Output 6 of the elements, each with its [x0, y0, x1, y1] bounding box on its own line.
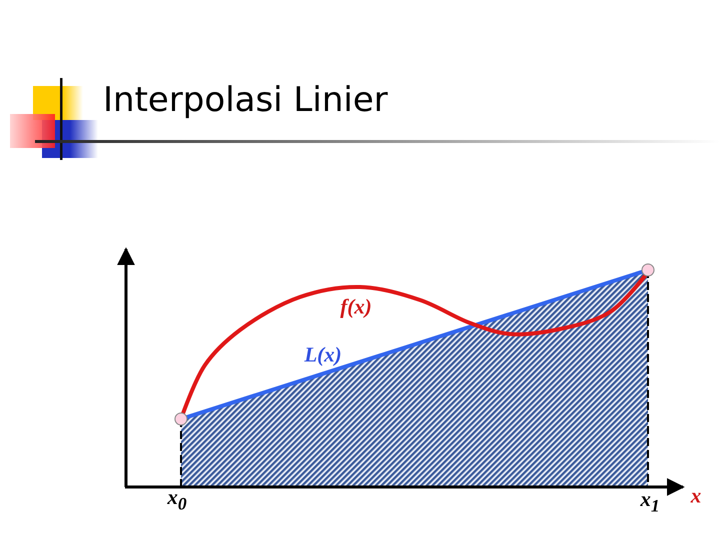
slide-title: Interpolasi Linier	[103, 80, 388, 120]
axis-label: x	[690, 486, 702, 506]
tick-label: x$_{1}$	[640, 489, 660, 515]
curve-label: f(x)	[340, 296, 372, 318]
tick-label: x$_{0}$	[167, 487, 187, 513]
line-label: L(x)	[304, 344, 342, 366]
